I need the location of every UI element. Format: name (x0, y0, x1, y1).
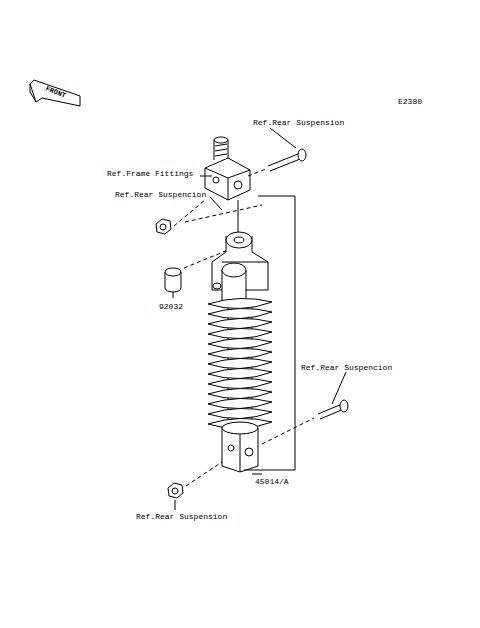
coil-spring (208, 298, 272, 428)
spring-coil (208, 378, 272, 388)
spring-coil (208, 338, 272, 348)
reference-note: Ref.Frame Fittings (106, 169, 194, 178)
spring-coil (208, 348, 272, 358)
top-bolt (248, 149, 306, 176)
spring-coil (208, 358, 272, 368)
spring-coil (208, 398, 272, 408)
spring-coil (208, 328, 272, 338)
axis-line (238, 200, 239, 232)
front-arrow-icon (30, 80, 80, 106)
spring-coil (208, 308, 272, 318)
reference-note: Ref.Rear Suspension (252, 118, 345, 127)
figure-number: E2380 (397, 97, 423, 106)
spring-coil (208, 388, 272, 398)
top-nut (156, 200, 262, 234)
top-mount-bracket (205, 137, 250, 200)
spring-coil (208, 318, 272, 328)
spring-coil (208, 298, 272, 308)
reference-note: Ref.Rear Suspencion (114, 190, 207, 199)
assembly-bracket (244, 196, 295, 474)
spring-coil (208, 408, 272, 418)
reference-note: Ref.Rear Suspension (135, 512, 228, 521)
spring-coil (208, 368, 272, 378)
bottom-clevis (222, 422, 258, 472)
bottom-bolt (262, 400, 348, 444)
reference-note: Ref.Rear Suspencion (300, 363, 393, 372)
bottom-nut (168, 462, 222, 510)
callout-number: 45014/A (254, 477, 290, 486)
callout-number: 92032 (158, 302, 184, 311)
